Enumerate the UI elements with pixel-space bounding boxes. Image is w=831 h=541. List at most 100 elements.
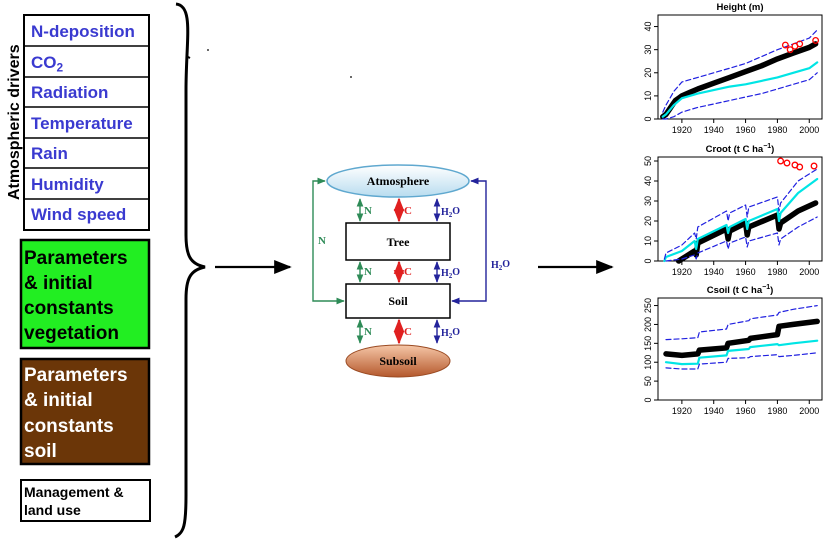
soil-params-line: Parameters	[24, 365, 128, 386]
x-tick-label: 1920	[672, 125, 692, 135]
y-tick-label: 20	[643, 68, 653, 78]
y-tick-label: 0	[643, 116, 653, 121]
soil-params-box	[19, 357, 151, 466]
h2o-label: H2O	[441, 267, 460, 280]
x-tick-label: 1940	[704, 125, 724, 135]
chart-panel: Croot (t C ha−1) 1920 1940 1960 1980 2000 0 10 2…	[643, 143, 823, 277]
management-box	[20, 479, 151, 522]
upper-bound-series	[663, 168, 818, 260]
x-tick-label: 1960	[736, 267, 756, 277]
stray-dot	[207, 49, 209, 51]
x-tick-label: 1980	[767, 267, 787, 277]
observation-point	[796, 163, 804, 171]
y-tick-label: 0	[643, 397, 653, 402]
vegetation-params-line: vegetation	[24, 323, 119, 344]
drivers-title: Atmospheric drivers	[6, 44, 23, 200]
tree-label: Tree	[387, 235, 411, 249]
n-label: N	[364, 326, 372, 338]
driver-item: Rain	[31, 144, 68, 163]
plot-frame	[657, 14, 823, 120]
chart-panel: Csoil (t C ha−1) 1920 1940 1960 1980 2000 0 50 1…	[643, 284, 823, 416]
n-label: N	[364, 205, 372, 217]
lower-bound-series	[665, 352, 818, 370]
h2o-label: H2O	[441, 206, 460, 219]
management-line: land use	[24, 502, 81, 518]
management-line: Management &	[24, 484, 124, 500]
input-brace	[174, 2, 206, 539]
x-tick-label: 2000	[799, 406, 819, 416]
x-tick-label: 1980	[767, 125, 787, 135]
plot-frame	[657, 156, 823, 262]
observation-point	[812, 36, 820, 44]
model-series	[663, 177, 819, 263]
h2o-loop-label: H2O	[491, 259, 510, 272]
model-series	[661, 61, 819, 118]
observation-point	[783, 159, 791, 167]
chart-title: Height (m)	[717, 2, 764, 13]
y-tick-label: 0	[643, 258, 653, 263]
chart-title: Croot (t C ha−1)	[706, 143, 775, 155]
x-tick-label: 1920	[672, 406, 692, 416]
drivers-box	[23, 14, 150, 231]
driver-list: N-deposition CO2 Radiation Temperature R…	[24, 22, 149, 224]
chart-panel: Height (m) 1920 1940 1960 1980 2000 0 10 20 30 40	[643, 2, 823, 135]
y-tick-label: 100	[643, 355, 653, 370]
x-tick-label: 1960	[736, 125, 756, 135]
y-tick-label: 10	[643, 236, 653, 246]
x-tick-label: 2000	[799, 125, 819, 135]
x-tick-label: 1920	[672, 267, 692, 277]
vegetation-params-line: constants	[24, 298, 114, 319]
observation-point	[796, 40, 804, 48]
y-tick-label: 30	[643, 45, 653, 55]
h2o-loop-arrow	[451, 177, 487, 305]
x-tick-label: 1940	[704, 267, 724, 277]
upper-bound-series	[665, 305, 818, 341]
c-label: C	[404, 266, 412, 278]
soil-label: Soil	[388, 294, 408, 308]
driver-item: CO2	[31, 53, 64, 75]
soil-params-line: soil	[24, 441, 57, 462]
n-loop-label: N	[318, 235, 326, 247]
subsoil-node	[345, 344, 451, 378]
driver-item: Humidity	[31, 175, 104, 194]
brace-tick	[185, 55, 191, 59]
x-tick-label: 1960	[736, 406, 756, 416]
driver-item: Wind speed	[31, 205, 126, 224]
y-tick-label: 200	[643, 317, 653, 332]
c-label: C	[404, 205, 412, 217]
vegetation-params-box	[19, 238, 151, 350]
atmosphere-label: Atmosphere	[367, 174, 430, 188]
chart-title: Csoil (t C ha−1)	[707, 284, 774, 296]
observation-point	[781, 41, 789, 49]
x-tick-label: 1980	[767, 406, 787, 416]
y-tick-label: 250	[643, 298, 653, 313]
y-tick-label: 50	[643, 156, 653, 166]
y-tick-label: 10	[643, 91, 653, 101]
lower-bound-series	[665, 216, 818, 262]
y-tick-label: 40	[643, 22, 653, 32]
subsoil-label: Subsoil	[379, 354, 417, 368]
n-loop-arrow	[312, 177, 345, 305]
observation-point	[810, 162, 818, 170]
y-tick-label: 150	[643, 336, 653, 351]
y-tick-label: 30	[643, 196, 653, 206]
observation-point	[777, 157, 785, 165]
soil-params-line: & initial	[24, 390, 93, 411]
x-tick-label: 1940	[704, 406, 724, 416]
h2o-label: H2O	[441, 327, 460, 340]
stray-dot	[350, 76, 352, 78]
soil-node	[345, 283, 451, 319]
y-tick-label: 40	[643, 176, 653, 186]
y-tick-label: 50	[643, 376, 653, 386]
driver-item: Temperature	[31, 114, 133, 133]
y-tick-label: 20	[643, 216, 653, 226]
driver-item: Radiation	[31, 83, 108, 102]
observed-series	[663, 318, 820, 359]
x-tick-label: 2000	[799, 267, 819, 277]
vegetation-params-line: Parameters	[24, 248, 128, 269]
driver-item: N-deposition	[31, 22, 135, 41]
soil-params-line: constants	[24, 416, 114, 437]
model-series	[664, 339, 819, 366]
